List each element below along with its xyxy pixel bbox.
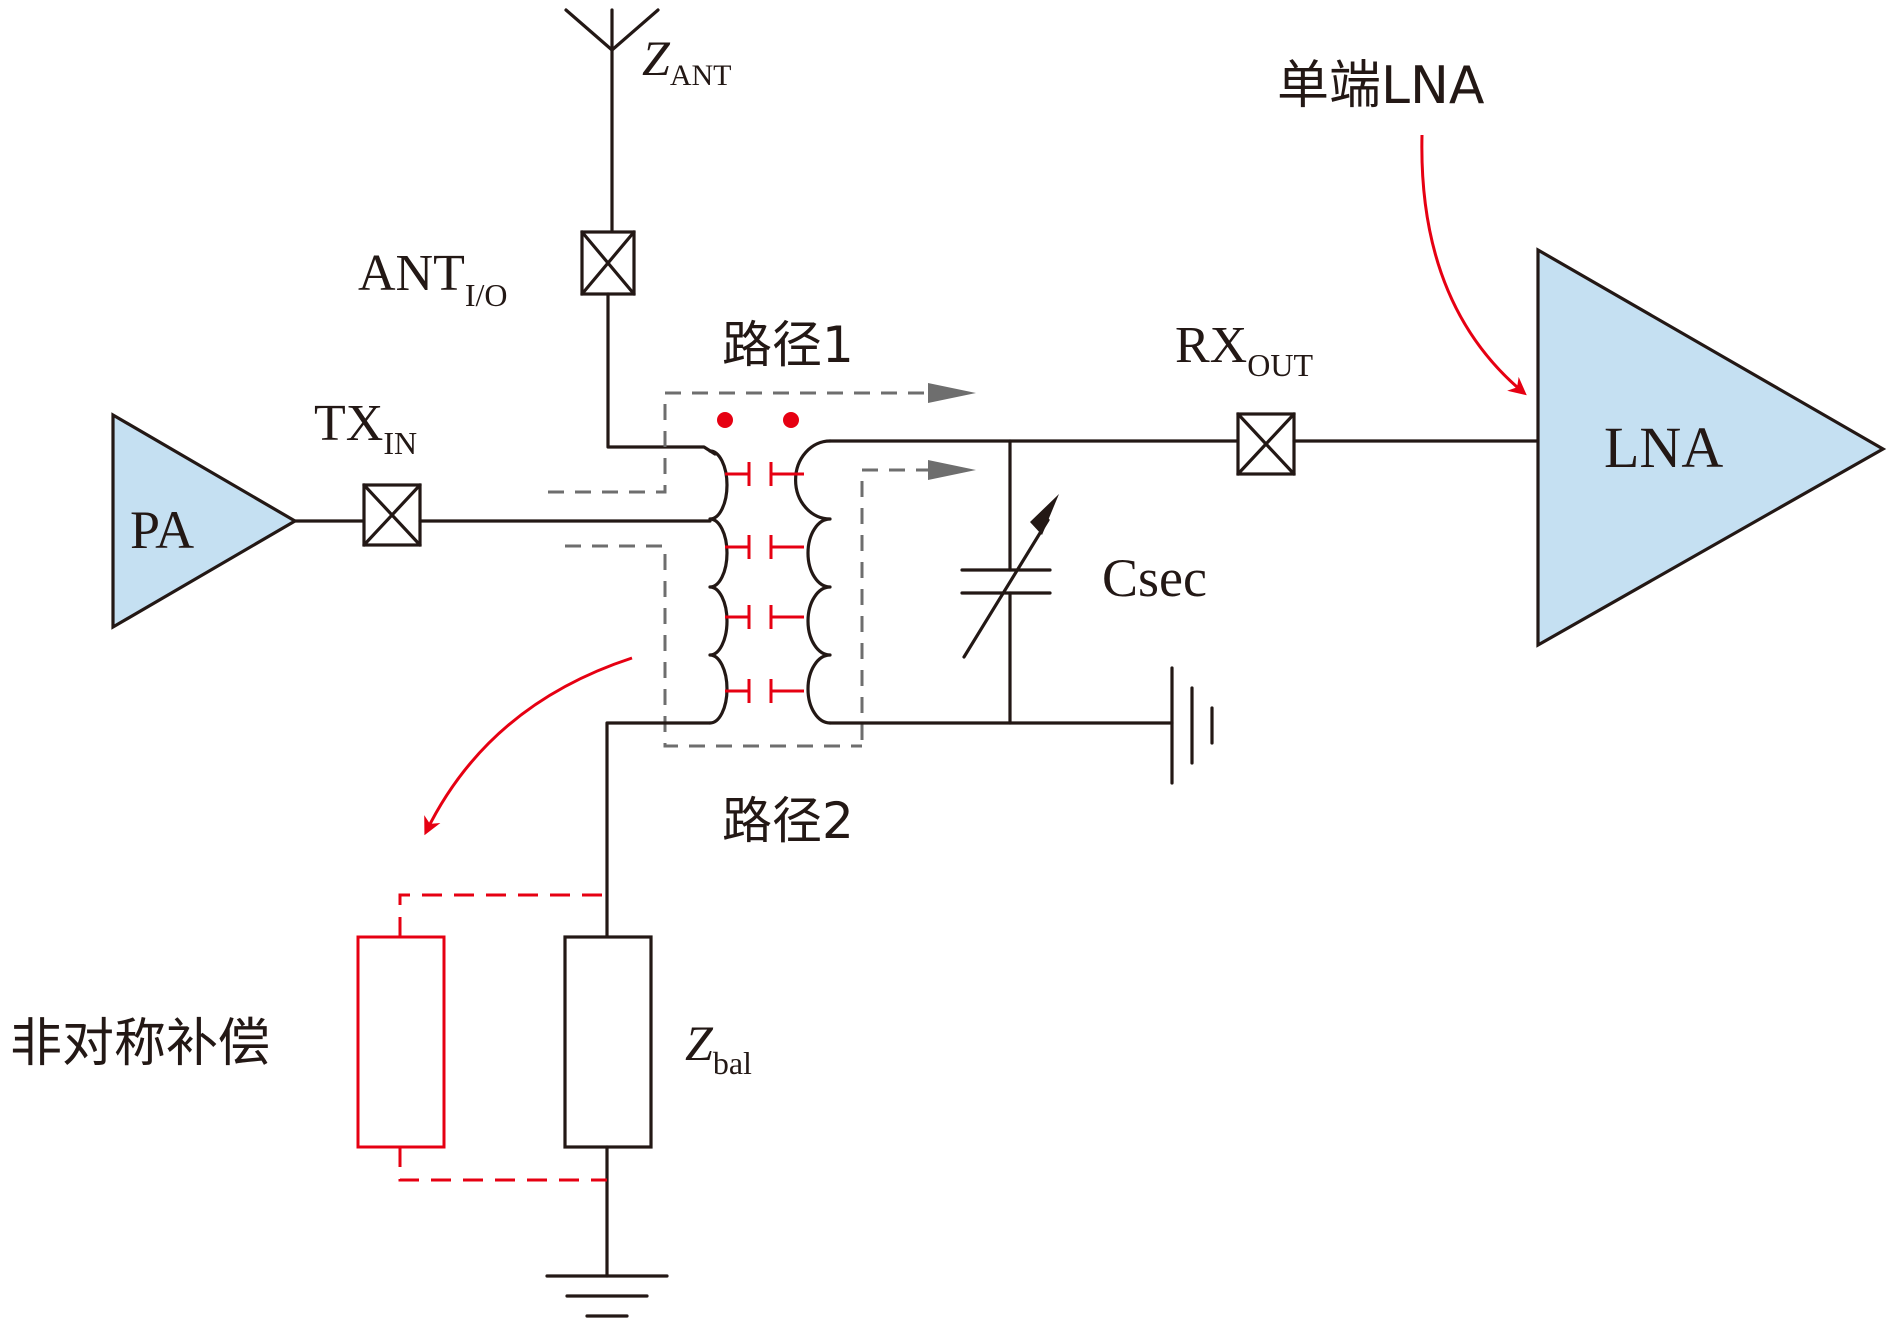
- single-ended-lna-label: 单端LNA: [1277, 56, 1485, 116]
- pa-amplifier-icon: [111, 412, 299, 630]
- antenna-feed-wire: [606, 292, 717, 456]
- polarity-dot-primary: [717, 412, 733, 428]
- path1-outline: [548, 391, 928, 494]
- asym-comp-resistor-icon: [356, 935, 446, 1149]
- tx-in-label: TXIN: [314, 395, 417, 461]
- zbal-resistor-icon: [563, 935, 653, 1149]
- rx-out-pad-icon: [1236, 412, 1296, 476]
- path2-label: 路径2: [722, 792, 854, 850]
- tx-in-pad-icon: [362, 483, 422, 547]
- path1-arrow-icon: [928, 383, 976, 403]
- ground-icon-bottom: [545, 1274, 669, 1318]
- single-lna-arrow-icon: [1420, 134, 1527, 396]
- ant-io-pad-icon: [580, 230, 636, 296]
- ant-io-label: ANTI/O: [358, 245, 508, 313]
- path1-inner-outline: [860, 468, 930, 740]
- z-bal-label: Zbal: [685, 1015, 752, 1081]
- zbal-feed-wire: [605, 721, 712, 939]
- z-ant-label: ZANT: [642, 30, 731, 92]
- path2-outline: [565, 544, 862, 748]
- transformer-primary-icon: [708, 449, 729, 725]
- polarity-dot-secondary: [783, 412, 799, 428]
- asym-comp-top-wire: [398, 893, 607, 937]
- asym-comp-bottom-wire: [398, 1147, 607, 1182]
- csec-label: Csec: [1102, 548, 1207, 608]
- pa-label: PA: [130, 500, 194, 560]
- ground-icon-right: [1170, 666, 1214, 785]
- transformer-secondary-icon: [793, 439, 832, 725]
- path1-label: 路径1: [722, 316, 854, 374]
- lna-label: LNA: [1604, 415, 1723, 480]
- variable-capacitor-icon: [960, 494, 1059, 659]
- asym-comp-arrow-icon: [424, 656, 633, 836]
- coupling-capacitors-icon: [725, 462, 804, 703]
- asym-comp-label: 非对称补偿: [10, 1014, 270, 1074]
- rx-out-label: RXOUT: [1175, 317, 1313, 383]
- antenna-icon: [564, 8, 660, 232]
- path1-inner-arrow-icon: [928, 460, 976, 480]
- lna-amplifier-icon: [1536, 247, 1887, 648]
